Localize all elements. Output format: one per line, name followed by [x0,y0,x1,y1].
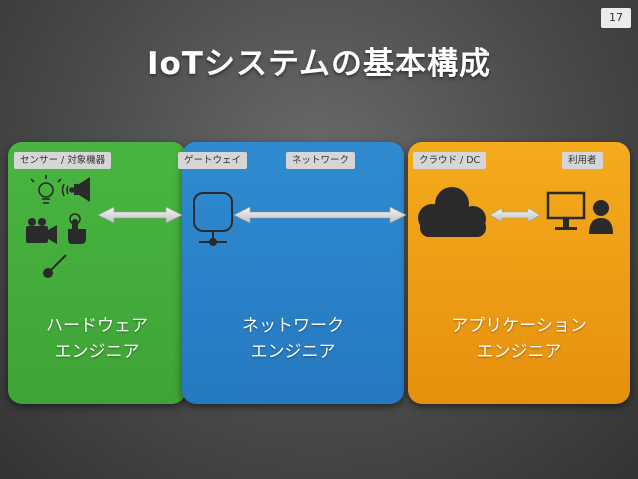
thermometer-icon [43,254,67,278]
cloud-tag: クラウド / DC [413,152,487,169]
person-icon [589,200,613,234]
sensor-tag: センサー / 対象機器 [14,152,112,169]
application-engineer-label: アプリケーション エンジニア [451,316,587,362]
user-tag: 利用者 [562,152,603,169]
double-arrow-icon [97,206,183,224]
gateway-tag: ゲートウェイ [178,152,248,169]
fan-icon [61,183,75,197]
double-arrow-icon [489,207,541,223]
network-panel [182,142,404,404]
lightbulb-icon [30,175,62,204]
hardware-panel [8,142,186,404]
router-icon [193,192,233,246]
page-number: 17 [601,8,631,28]
touch-hand-icon [68,213,86,244]
cloud-icon [418,187,486,237]
speaker-icon [74,177,90,202]
camera-icon [26,218,57,244]
double-arrow-icon [233,206,407,224]
network-tag: ネットワーク [286,152,356,169]
application-panel [408,142,630,404]
monitor-icon [546,191,586,230]
slide-title: IoTシステムの基本構成 [146,46,492,82]
network-engineer-label: ネットワーク エンジニア [242,316,344,362]
hardware-engineer-label: ハードウェア エンジニア [46,316,148,362]
